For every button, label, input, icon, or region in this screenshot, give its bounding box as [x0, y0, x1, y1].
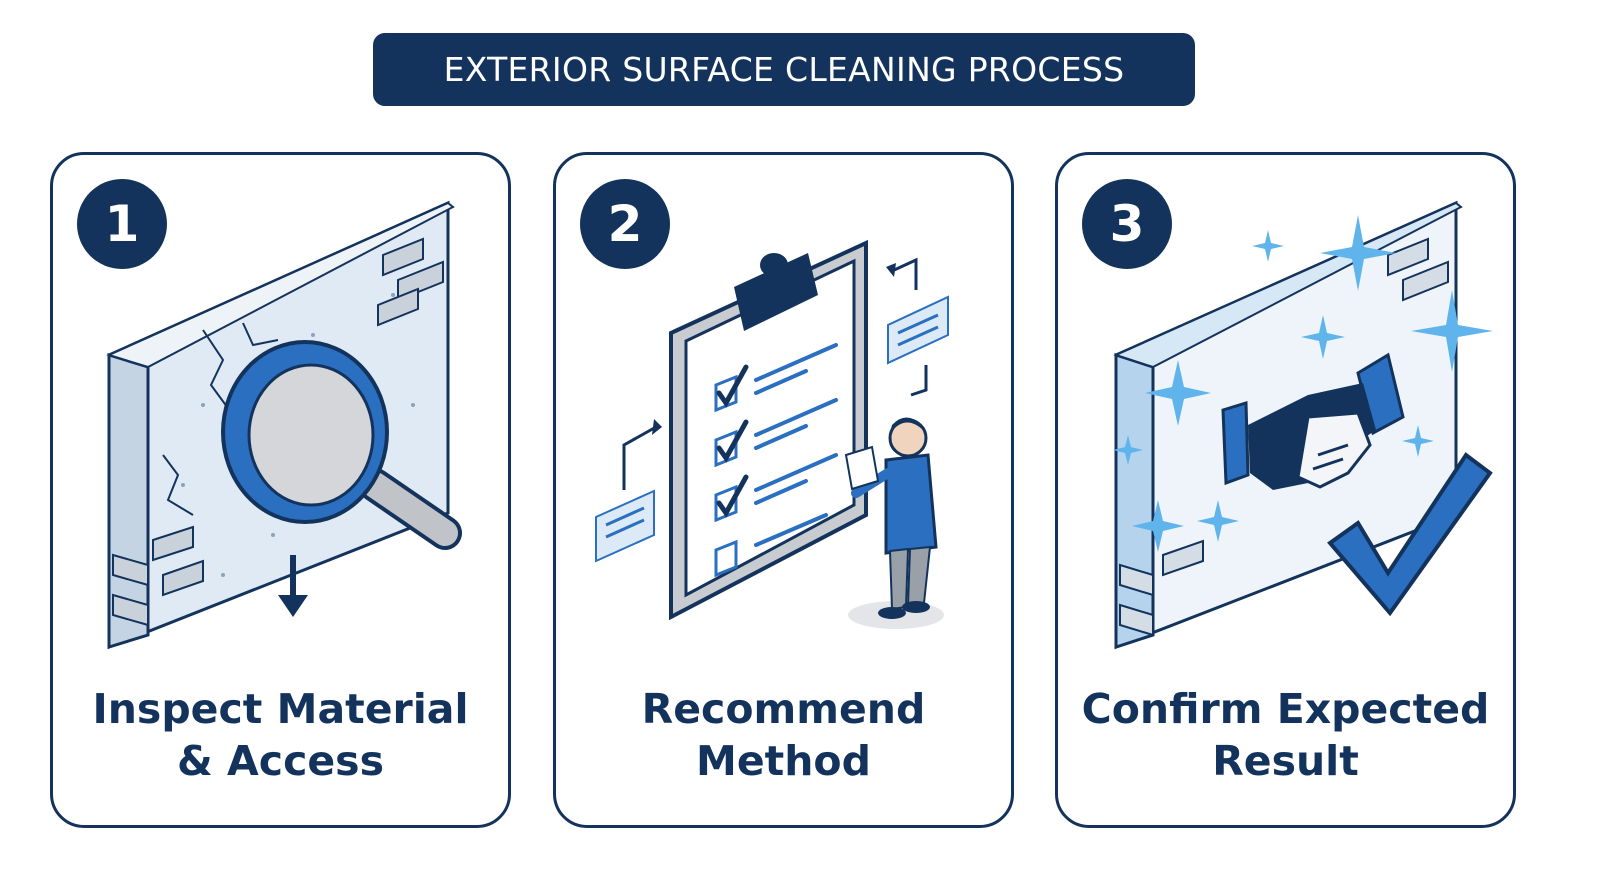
step-label-line-2: Method: [696, 737, 871, 785]
step-label-line-2: Result: [1212, 737, 1359, 785]
step-number-badge: 1: [77, 179, 167, 269]
step-label-line-1: Confirm Expected: [1081, 685, 1490, 733]
step-label-line-2: & Access: [177, 737, 384, 785]
step-number-badge: 3: [1082, 179, 1172, 269]
step-card-1: 1 Inspect Material & Access: [50, 152, 511, 828]
title-banner: EXTERIOR SURFACE CLEANING PROCESS: [373, 33, 1195, 106]
step-label-line-1: Inspect Material: [92, 685, 469, 733]
step-number-badge: 2: [580, 179, 670, 269]
step-card-3: 3 Confirm Expected Result: [1055, 152, 1516, 828]
clipboard-checklist-icon: [595, 239, 949, 629]
step-label: Confirm Expected Result: [1058, 683, 1513, 787]
step-card-2: 2 Recommend Method: [553, 152, 1014, 828]
magnifier-wall-icon: [106, 200, 462, 650]
page-title: EXTERIOR SURFACE CLEANING PROCESS: [443, 50, 1125, 89]
step-label: Recommend Method: [556, 683, 1011, 787]
step-label: Inspect Material & Access: [53, 683, 508, 787]
step-label-line-1: Recommend: [641, 685, 926, 733]
handshake-checkmark-icon: [1113, 200, 1493, 650]
